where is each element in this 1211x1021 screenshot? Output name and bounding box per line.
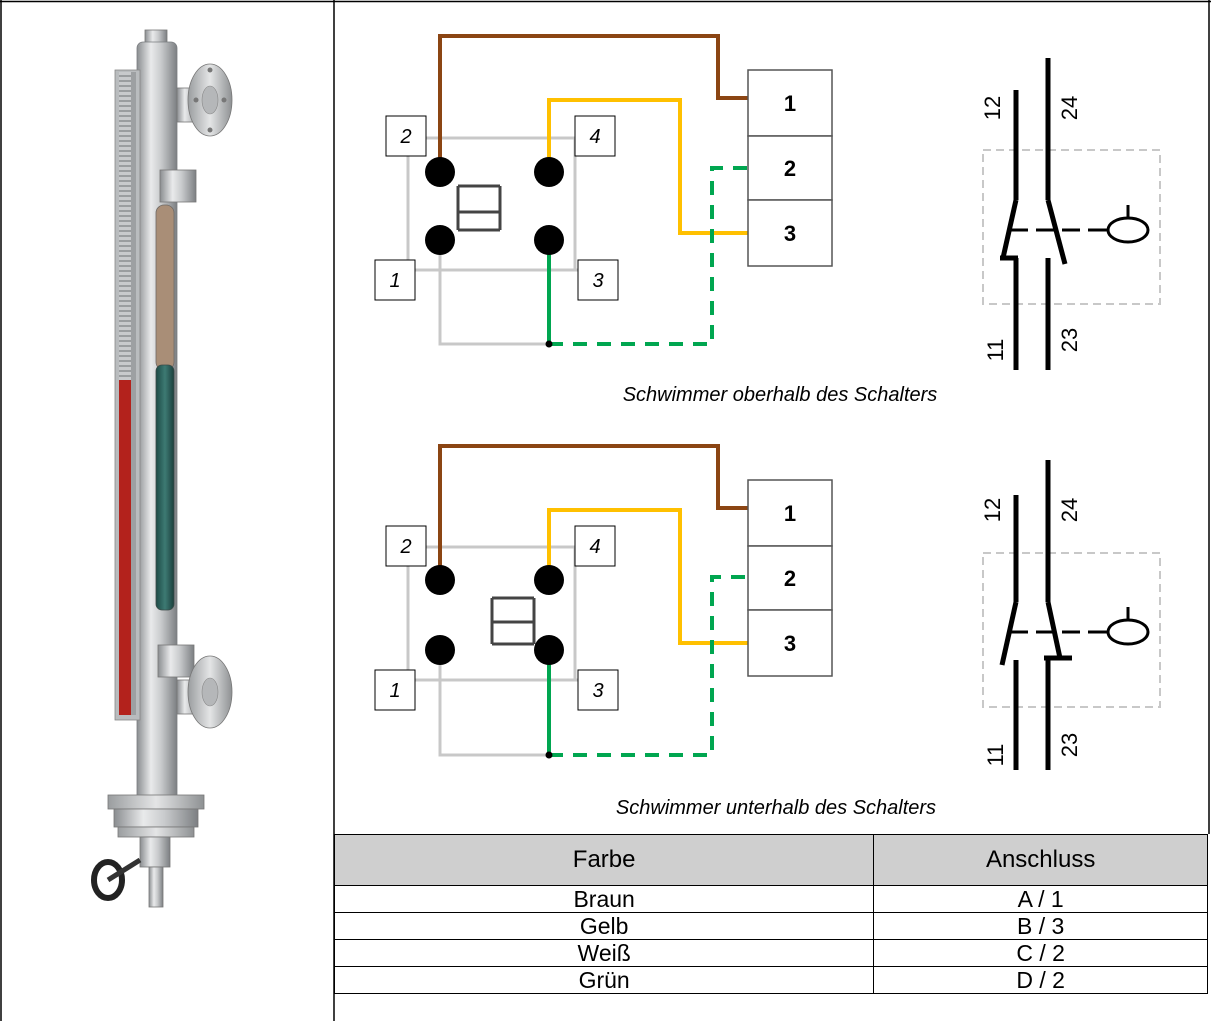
caption-float-below: Schwimmer unterhalb des Schalters [615,797,937,819]
wiring-diagram-float-below: 2 4 1 3 1 2 3 12 24 11 23 [374,444,1161,770]
symbol-label-11: 11 [983,339,1008,362]
wire-color-table: Farbe Anschluss Braun A / 1 Gelb B / 3 W… [333,834,1208,994]
table-row: Braun A / 1 [333,885,1208,913]
green-dashed-wire [549,166,748,346]
contact-dot [425,565,455,595]
cell-color: Weiß [333,939,875,967]
cell-color: Gelb [333,912,875,940]
contact-dot [534,225,564,255]
yellow-wire [547,98,748,235]
green-dashed-wire [549,575,748,757]
terminal-label: 2 [784,566,796,591]
contact-dot [534,635,564,665]
cell-terminal: A / 1 [873,885,1208,913]
switch-housing-outline [982,552,1161,708]
symbol-label-24: 24 [1057,498,1082,522]
contact-label-2: 2 [399,536,411,558]
symbol-label-23: 23 [1057,733,1082,757]
changeover-switch-symbol [999,460,1072,770]
contact-label-1: 1 [389,680,400,702]
contact-label-2: 2 [399,126,411,148]
contact-dot [425,225,455,255]
header-anschluss: Anschluss [873,834,1208,886]
reed-switch-bar [490,596,536,646]
brown-wire [438,34,748,172]
terminal-label: 3 [784,631,796,656]
terminal-label: 2 [784,156,796,181]
symbol-label-24: 24 [1057,96,1082,120]
caption-float-above: Schwimmer oberhalb des Schalters [622,384,938,406]
table-row: Grün D / 2 [333,966,1208,994]
reed-contact-frame [406,545,598,757]
yellow-wire [547,508,748,645]
table-row: Weiß C / 2 [333,939,1208,967]
cell-color: Braun [333,885,875,913]
symbol-label-23: 23 [1057,328,1082,352]
table-header-row: Farbe Anschluss [333,834,1208,886]
contact-dot [534,157,564,187]
cell-terminal: D / 2 [873,966,1208,994]
contact-label-3: 3 [592,270,603,292]
terminal-label: 1 [784,501,796,526]
contact-label-1: 1 [389,270,400,292]
cell-terminal: B / 3 [873,912,1208,940]
terminal-label: 1 [784,91,796,116]
brown-wire [438,444,748,580]
symbol-label-12: 12 [980,498,1005,522]
cell-color: Grün [333,966,875,994]
reed-switch-bar [456,184,502,232]
contact-dot [425,157,455,187]
cell-terminal: C / 2 [873,939,1208,967]
contact-dot [534,565,564,595]
symbol-label-11: 11 [983,744,1008,767]
contact-dot [425,635,455,665]
table-row: Gelb B / 3 [333,912,1208,940]
header-farbe: Farbe [333,834,875,886]
contact-label-4: 4 [589,536,600,558]
level-gauge-illustration [91,29,233,908]
switch-housing-outline [982,149,1161,305]
wiring-diagram-float-above: 2 4 1 3 1 2 3 12 24 11 23 [374,34,1161,370]
contact-label-4: 4 [589,126,600,148]
contact-label-3: 3 [592,680,603,702]
terminal-label: 3 [784,221,796,246]
symbol-label-12: 12 [980,96,1005,120]
changeover-switch-symbol [1000,58,1068,370]
